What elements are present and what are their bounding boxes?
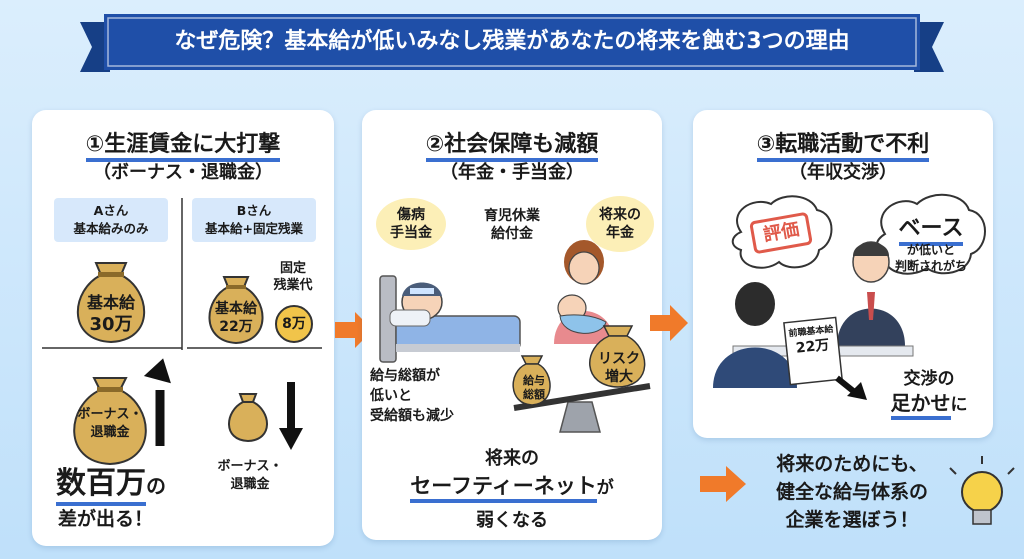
reason-card-social-security: ②社会保障も減額 （年金・手当金） 傷病手当金 育児休業給付金 将来の年金 給与…: [362, 110, 662, 540]
bag-risk-line1: リスク: [598, 351, 640, 367]
person-b-name: Bさん: [236, 203, 272, 218]
bonus-b-line1: ボーナス・: [217, 459, 283, 474]
bonus-a-label: ボーナス・ 退職金: [62, 406, 158, 442]
card1-title: ①生涯賃金に大打撃: [85, 132, 281, 162]
resume-text: 前職基本給 22万: [784, 323, 841, 358]
card3-subtitle: （年収交渉）: [789, 162, 897, 183]
money-bag-icon: [73, 377, 147, 466]
bottom-line1: 将来の: [485, 448, 539, 469]
thought-line3: 判断されがち: [894, 259, 967, 273]
footer-message: 将来のためにも、 健全な給与体系の 企業を選ぼう！: [752, 450, 952, 534]
arrow-up-icon: [143, 358, 171, 446]
bag-b-label: 基本給 22万: [198, 300, 274, 336]
bonus-a-line2: 退職金: [90, 425, 130, 440]
card2-subtitle: （年金・手当金）: [440, 162, 584, 183]
bag-risk-label: リスク 増大: [594, 350, 644, 386]
page-title: なぜ危険？基本給が低いみなし残業があなたの将来を蝕む3つの理由: [174, 29, 850, 54]
sick-person-in-bed-illustration: [379, 275, 521, 363]
reason-card-lifetime-wages: ①生涯賃金に大打撃 （ボーナス・退職金） Aさん 基本給みのみ Bさん 基本給+…: [32, 110, 334, 546]
bottom-line3: 弱くなる: [476, 510, 548, 531]
footer-line3: 企業を選ぼう！: [785, 509, 919, 531]
coin-amount: 8万: [282, 316, 306, 332]
bag-b-line1: 基本給: [215, 301, 257, 317]
bag-b-amount: 22万: [219, 319, 253, 335]
bag-a-line1: 基本給: [86, 293, 135, 312]
card2-title: ②社会保障も減額: [425, 132, 599, 162]
coin-icon: [275, 305, 313, 343]
reason-card-job-change: ③転職活動で不利 （年収交渉） 評価 ベース が低いと 判断されがち 前職基本給…: [693, 110, 993, 438]
person-a-desc: 基本給みのみ: [73, 221, 149, 236]
resume-paper-icon: [783, 316, 843, 386]
bonus-a-line1: ボーナス・: [77, 407, 143, 422]
result-headline: 数百万の: [56, 458, 166, 506]
light-bulb-icon: [949, 456, 1015, 525]
title-banner-shape: [80, 14, 944, 72]
thought-big: ベース: [871, 210, 991, 246]
money-bag-icon: [76, 262, 146, 344]
fixed-overtime-label: 固定 残業代: [268, 260, 318, 294]
mother-with-baby-illustration: [554, 240, 614, 344]
bag-a-label: 基本給 30万: [66, 292, 156, 336]
arrow-down-right-icon: [835, 375, 867, 400]
fixed-label-line1: 固定: [279, 261, 306, 276]
bubble-childcare-benefit: 育児休業給付金: [474, 200, 550, 250]
thought-base: ベース: [898, 216, 964, 246]
bubble-sickness-allowance: 傷病手当金: [376, 198, 446, 250]
money-bag-icon: [208, 276, 264, 345]
bottom-line2: セーフティーネットが: [362, 470, 662, 503]
arrow-right-icon: [700, 466, 746, 502]
note-line1: 給与総額が: [370, 368, 440, 384]
card1-subtitle: （ボーナス・退職金）: [93, 162, 273, 183]
bottom-ga: が: [596, 478, 614, 498]
bag-salary-line1: 給与: [523, 374, 545, 387]
nego-ni: に: [950, 395, 968, 415]
arrow-down-icon: [279, 382, 303, 450]
arrow-right-icon: [650, 305, 688, 341]
thought-detail: が低いと 判断されがち: [871, 242, 991, 274]
bag-a-amount: 30万: [89, 314, 133, 335]
bag-salary-line2: 総額: [523, 388, 545, 401]
bubble1-line1: 傷病: [397, 207, 425, 223]
person-b-desc: 基本給+固定残業: [205, 221, 303, 236]
bubble-future-pension: 将来の年金: [586, 196, 654, 252]
note-line3: 受給額も減少: [370, 408, 454, 424]
bonus-b-line2: 退職金: [230, 477, 270, 492]
footer-line1: 将来のためにも、: [776, 453, 928, 475]
nego-line1: 交渉の: [903, 369, 955, 389]
nego-shackle: 足かせ: [890, 391, 951, 420]
person-a-name: Aさん: [93, 203, 129, 218]
person-b-tag: Bさん 基本給+固定残業: [192, 198, 316, 242]
person-a-tag: Aさん 基本給みのみ: [54, 198, 168, 242]
bubble2-line1: 育児休業: [484, 208, 540, 224]
bonus-b-label: ボーナス・ 退職金: [208, 458, 292, 494]
result-no: の: [146, 474, 166, 498]
note-line2: 低いと: [370, 388, 412, 404]
bubble3-line2: 年金: [606, 225, 634, 241]
safety-net-text: セーフティーネット: [410, 474, 597, 503]
bubble3-line1: 将来の: [599, 207, 641, 223]
evaluation-stamp-icon: [749, 212, 813, 254]
footer-line2: 健全な給与体系の: [775, 481, 928, 503]
fixed-label-line2: 残業代: [273, 278, 313, 293]
seesaw-scale-illustration: [512, 325, 651, 433]
bubble2-line2: 給付金: [491, 226, 533, 242]
interviewer-illustration: [837, 241, 905, 346]
bag-risk-line2: 増大: [605, 369, 633, 385]
money-bag-icon: [228, 393, 268, 443]
benefit-note: 給与総額が 低いと 受給額も減少: [370, 366, 490, 426]
candidate-illustration: [713, 282, 797, 388]
bubble1-line2: 手当金: [390, 225, 432, 241]
result-line2: 差が出る！: [58, 508, 154, 530]
result-big: 数百万: [56, 466, 146, 506]
card1-dividers: [42, 198, 322, 350]
bag-salary-label: 給与 総額: [514, 374, 554, 402]
nego-label: 交渉の 足かせに: [877, 368, 981, 420]
card3-title: ③転職活動で不利: [756, 132, 930, 162]
thought-line2: が低いと: [906, 243, 955, 257]
